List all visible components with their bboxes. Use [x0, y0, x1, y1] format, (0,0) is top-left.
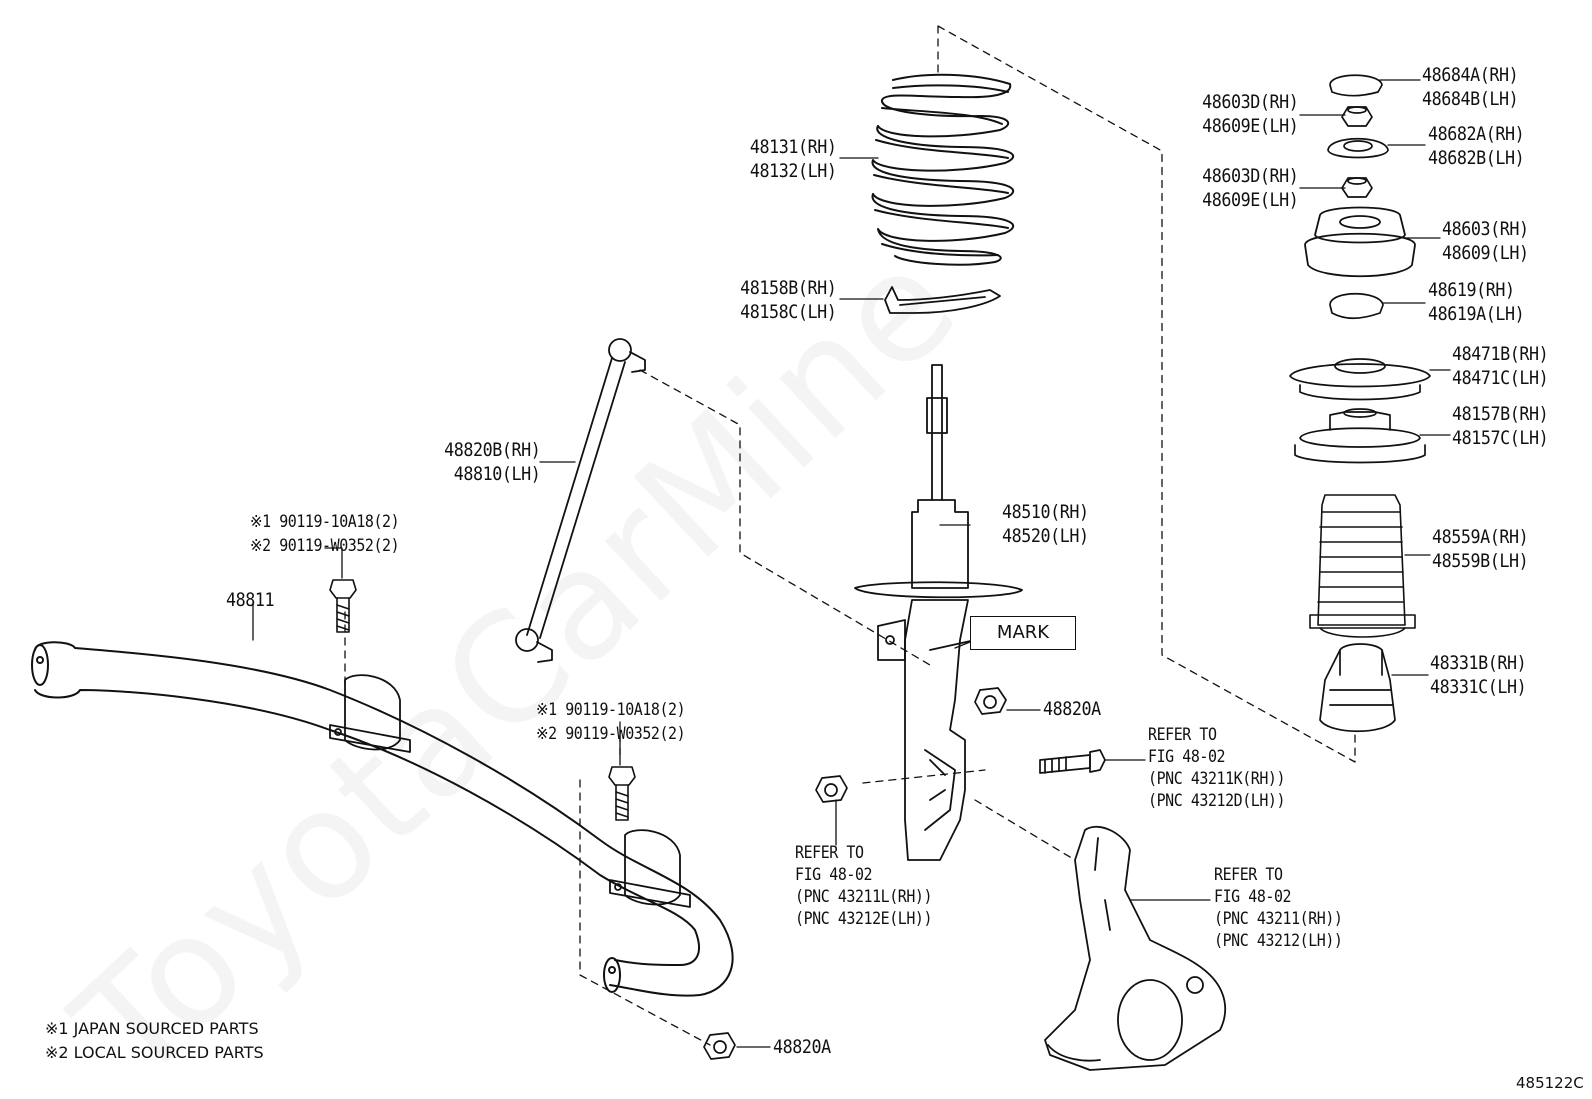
label-nut-upper: 48820A: [1043, 698, 1101, 720]
support-mount: [1305, 208, 1415, 277]
bar-bolt-top: [330, 580, 356, 632]
label-collar: 48619(RH) 48619A(LH): [1428, 279, 1525, 325]
shock-absorber: [855, 365, 1022, 860]
bar-bushing-right: [610, 830, 690, 907]
label-stabilizer-bar: 48811: [226, 589, 275, 611]
label-upper-insulator: 48157B(RH) 48157C(LH): [1452, 403, 1549, 449]
bar-bushing-left: [330, 675, 410, 752]
collar: [1330, 294, 1383, 319]
label-refer-bolt: REFER TO FIG 48-02 (PNC 43211K(RH)) (PNC…: [1148, 725, 1286, 811]
label-dust-cap: 48684A(RH) 48684B(LH): [1422, 64, 1519, 110]
label-bolt-top: ※1 90119-10A18(2) ※2 90119-W0352(2): [250, 512, 400, 556]
label-nut-a: 48603D(RH) 48609E(LH): [1201, 91, 1299, 137]
stabilizer-link: [516, 339, 645, 662]
nut-a: [1342, 107, 1372, 126]
boot: [1310, 495, 1415, 637]
label-bearing: 48471B(RH) 48471C(LH): [1452, 343, 1549, 389]
label-refer-nut: REFER TO FIG 48-02 (PNC 43211L(RH)) (PNC…: [795, 843, 933, 929]
label-bolt-mid: ※1 90119-10A18(2) ※2 90119-W0352(2): [536, 700, 686, 744]
legend-note-1: ※1 JAPAN SOURCED PARTS: [45, 1019, 259, 1038]
leader-lines: [253, 80, 1450, 1047]
dust-cap: [1330, 75, 1382, 96]
label-boot: 48559A(RH) 48559B(LH): [1432, 526, 1529, 572]
coil-spring: [872, 75, 1013, 265]
nut-upper: [975, 688, 1006, 714]
mark-box: MARK: [970, 616, 1076, 650]
stabilizer-bar: [32, 642, 733, 995]
mark-label: MARK: [996, 622, 1050, 643]
diagram-code: 485122C: [1516, 1074, 1584, 1092]
label-retainer: 48682A(RH) 48682B(LH): [1428, 123, 1525, 169]
nut-lower: [704, 1033, 735, 1059]
legend-note-2: ※2 LOCAL SOURCED PARTS: [45, 1043, 264, 1062]
label-nut-b: 48603D(RH) 48609E(LH): [1201, 165, 1299, 211]
bar-bolt-mid: [609, 767, 635, 820]
through-bolt: [1040, 750, 1105, 773]
upper-insulator: [1295, 409, 1425, 463]
label-shock-absorber: 48510(RH) 48520(LH): [1002, 501, 1089, 547]
label-refer-knuckle: REFER TO FIG 48-02 (PNC 43211(RH)) (PNC …: [1214, 865, 1343, 951]
label-nut-lower: 48820A: [773, 1036, 831, 1058]
bump-stopper: [1320, 644, 1395, 731]
retainer: [1328, 139, 1388, 158]
nut-b: [1342, 178, 1372, 197]
label-bump-stopper: 48331B(RH) 48331C(LH): [1430, 652, 1527, 698]
label-lower-spring-insulator: 48158B(RH) 48158C(LH): [739, 277, 837, 323]
nut-shock: [816, 776, 847, 802]
lower-spring-insulator: [885, 287, 1000, 313]
bearing: [1290, 359, 1430, 400]
label-support-mount: 48603(RH) 48609(LH): [1442, 218, 1529, 264]
steering-knuckle: [1045, 827, 1225, 1070]
label-coil-spring: 48131(RH) 48132(LH): [749, 136, 836, 182]
label-stabilizer-link: 48820B(RH) 48810(LH): [443, 439, 541, 485]
